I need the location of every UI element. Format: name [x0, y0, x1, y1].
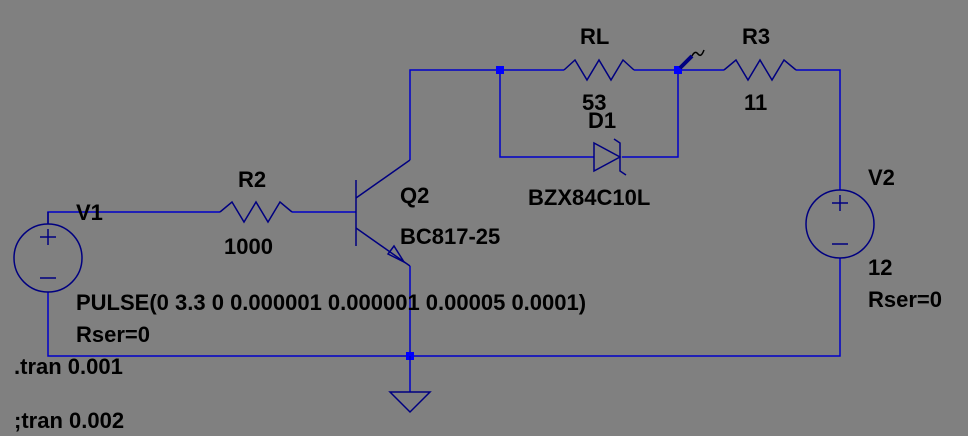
v1-source[interactable] [13, 212, 83, 293]
v2-value-label: 12 [868, 255, 892, 280]
rl-resistor[interactable] [563, 58, 635, 82]
v2-rser-label: Rser=0 [868, 287, 942, 312]
tran-directive[interactable]: .tran 0.001 [14, 354, 123, 379]
voltage-probe-icon[interactable] [678, 49, 705, 70]
rl-value-label: 53 [582, 90, 606, 115]
d1-value-label: BZX84C10L [528, 185, 650, 210]
r3-label: R3 [742, 24, 770, 49]
rl-label: RL [580, 24, 609, 49]
wire-v1-r2[interactable] [47, 211, 220, 224]
r2-value-label: 1000 [224, 234, 273, 259]
r3-value-label: 11 [744, 90, 767, 115]
q2-value-label: BC817-25 [400, 224, 500, 249]
v1-value-label: PULSE(0 3.3 0 0.000001 0.000001 0.00005 … [76, 290, 586, 315]
v1-label: V1 [76, 200, 103, 225]
wire-d1-right[interactable] [622, 70, 679, 158]
junction-top-left [496, 66, 504, 74]
wire-ground-return[interactable] [47, 258, 841, 357]
v2-source[interactable] [805, 189, 875, 259]
q2-npn-transistor[interactable] [355, 159, 411, 267]
q2-label: Q2 [400, 183, 429, 208]
v2-label: V2 [868, 165, 895, 190]
wire-d1-left[interactable] [499, 70, 594, 158]
wire-r3-v2[interactable] [796, 69, 841, 190]
v1-rser-label: Rser=0 [76, 322, 150, 347]
d1-label: D1 [588, 108, 616, 133]
r2-label: R2 [238, 167, 266, 192]
junction-top-right [674, 66, 682, 74]
r2-resistor[interactable] [219, 200, 293, 224]
tran-comment[interactable]: ;tran 0.002 [14, 408, 124, 433]
r3-resistor[interactable] [723, 58, 797, 82]
d1-zener-diode[interactable] [593, 138, 627, 176]
ground-icon [388, 356, 432, 414]
wire-q2-collector[interactable] [409, 69, 500, 160]
